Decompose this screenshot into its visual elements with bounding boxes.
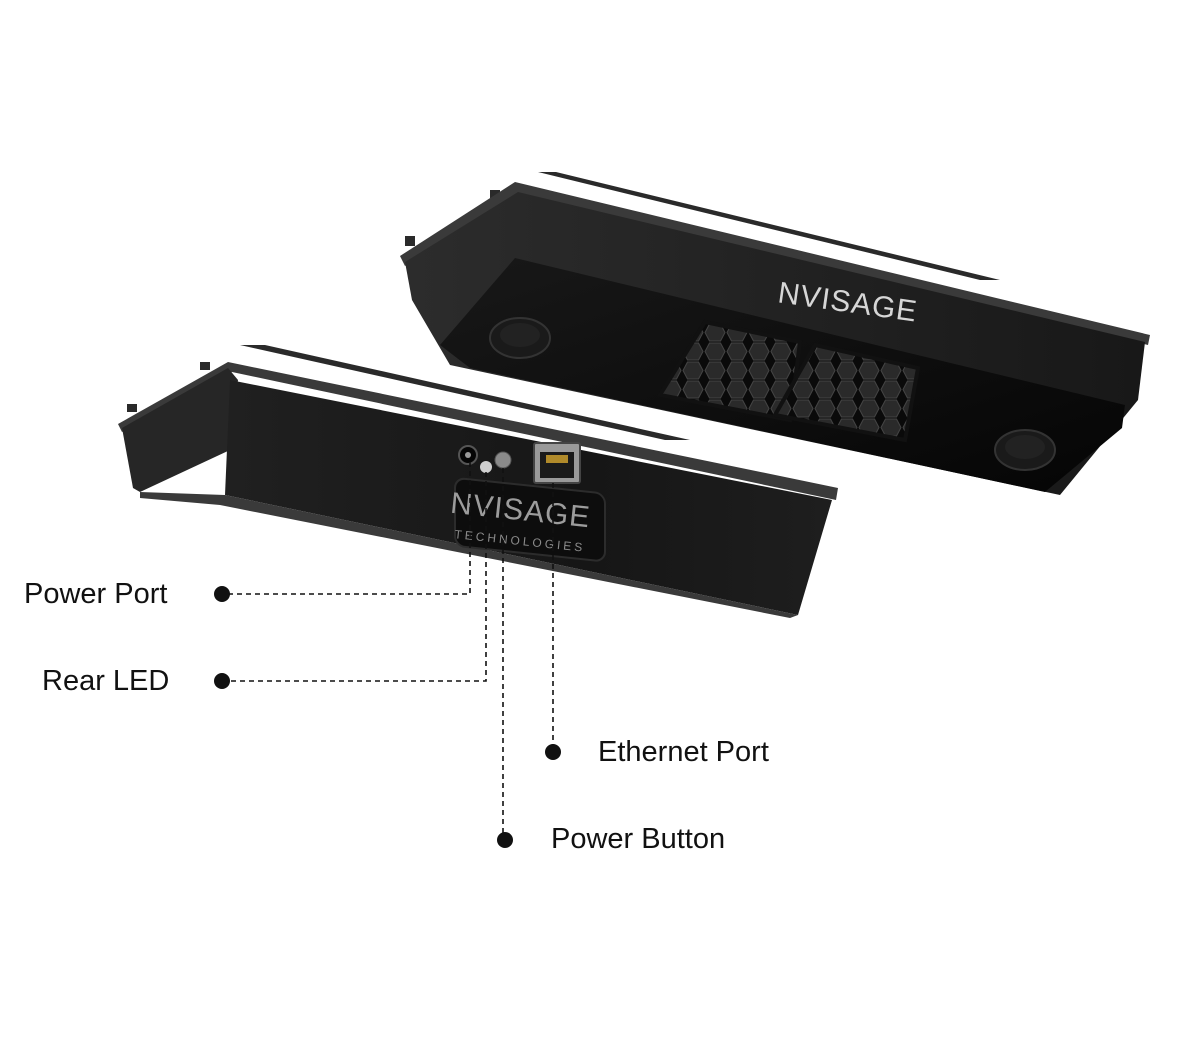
front-device: NVISAGE bbox=[400, 172, 1150, 495]
leader-lines bbox=[222, 462, 554, 840]
rear-device: NVISAGE TECHNOLOGIES bbox=[118, 345, 838, 618]
front-vent-left bbox=[656, 319, 803, 423]
leader-rear-led bbox=[222, 472, 487, 682]
dot-rear-led bbox=[214, 673, 230, 689]
label-power-button: Power Button bbox=[551, 823, 726, 855]
front-top-rail bbox=[538, 172, 1000, 280]
label-power-port: Power Port bbox=[24, 578, 168, 610]
rear-led bbox=[480, 461, 492, 473]
front-vent-right bbox=[771, 342, 921, 443]
port-recess bbox=[454, 477, 606, 562]
power-button bbox=[494, 451, 512, 469]
dot-power-button bbox=[497, 832, 513, 848]
dot-ethernet-port bbox=[545, 744, 561, 760]
callout-dots bbox=[214, 586, 561, 848]
label-ethernet-port: Ethernet Port bbox=[598, 736, 769, 768]
leader-power-port bbox=[222, 462, 471, 595]
rear-left-side bbox=[122, 368, 238, 492]
label-rear-led: Rear LED bbox=[42, 665, 170, 697]
dot-power-port bbox=[214, 586, 230, 602]
rear-top-rail bbox=[240, 345, 690, 440]
